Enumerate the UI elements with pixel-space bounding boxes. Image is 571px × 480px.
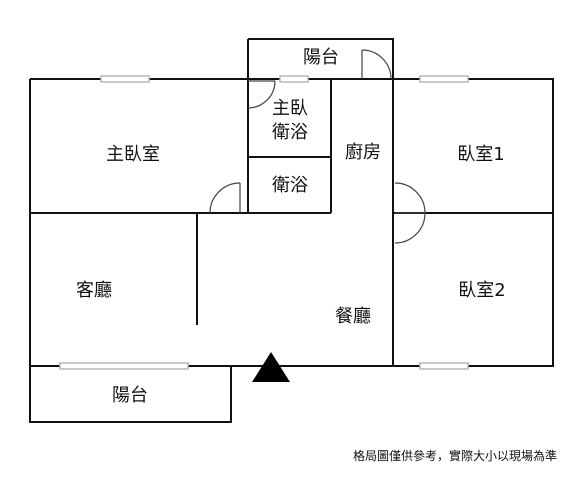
window-bottom-balcony (59, 362, 189, 370)
window-bedroom1 (419, 75, 469, 83)
disclaimer-note: 格局圖僅供參考，實際大小以現場為準 (352, 449, 557, 463)
door-swing-icon (209, 182, 241, 214)
door-swing-icon (394, 182, 426, 214)
outer-wall (29, 38, 554, 367)
label-dining-room: 餐廳 (335, 306, 371, 327)
entrance-triangle-icon (252, 352, 290, 382)
label-kitchen: 廚房 (345, 141, 381, 163)
door-swing-icon (247, 80, 276, 109)
label-bathroom: 衛浴 (272, 175, 308, 196)
label-master-bath-2: 衛浴 (272, 122, 308, 143)
door-swing-icon (394, 212, 426, 244)
bottom-balcony-wall (29, 366, 232, 423)
label-balcony-bottom: 陽台 (112, 385, 148, 406)
label-bedroom1: 臥室1 (457, 144, 504, 165)
window-bedroom2 (419, 362, 469, 370)
label-bedroom2: 臥室2 (458, 280, 505, 301)
label-balcony-top: 陽台 (303, 47, 339, 68)
label-living-room: 客廳 (76, 280, 112, 301)
windows (59, 75, 469, 370)
label-master-bath-1: 主臥 (272, 98, 308, 119)
doors (209, 49, 426, 244)
window-master-bath (279, 75, 309, 83)
label-master-bedroom: 主臥室 (106, 144, 160, 165)
door-swing-icon (361, 49, 392, 80)
window-master-bedroom (100, 75, 150, 83)
